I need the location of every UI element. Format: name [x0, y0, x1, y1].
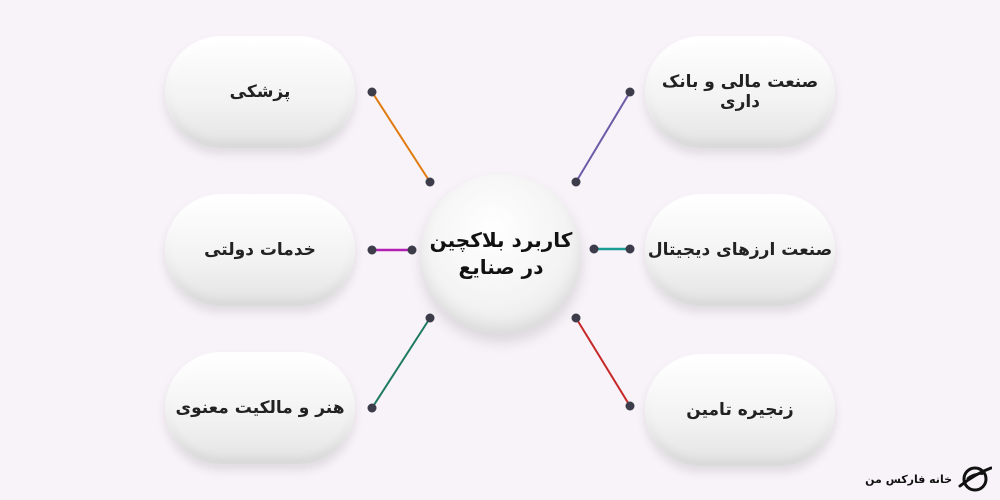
center-topic-line2: در صنایع	[458, 255, 544, 279]
connector-crypto-end-dot	[625, 244, 635, 254]
connector-finance	[575, 91, 631, 183]
node-government-services: خدمات دولتی	[165, 194, 355, 306]
connector-medical-end-dot	[425, 177, 435, 187]
node-supply-chain-label: زنجیره تامین	[686, 400, 794, 420]
node-government-services-label: خدمات دولتی	[204, 240, 316, 260]
connector-finance-end-dot	[571, 177, 581, 187]
center-topic: کاربرد بلاکچین در صنایع	[421, 174, 581, 334]
node-supply-chain: زنجیره تامین	[645, 354, 835, 466]
node-art-intellectual-property-label: هنر و مالکیت معنوی	[175, 398, 345, 418]
brand-logo: خانه فارکس من	[865, 464, 992, 494]
node-finance-banking-label: صنعت مالی و بانک داری	[661, 72, 819, 112]
node-medical: پزشکی	[165, 36, 355, 148]
connector-finance-start-dot	[625, 87, 635, 97]
connector-supply-chain	[575, 317, 631, 407]
connector-government-end-dot	[407, 245, 417, 255]
node-art-intellectual-property: هنر و مالکیت معنوی	[165, 352, 355, 464]
node-medical-label: پزشکی	[229, 82, 291, 102]
connector-supply-chain-end-dot	[625, 401, 635, 411]
connector-medical-start-dot	[367, 87, 377, 97]
node-crypto-industry-label: صنعت ارزهای دیجیتال	[647, 240, 833, 260]
connector-art	[371, 317, 431, 409]
node-crypto-industry: صنعت ارزهای دیجیتال	[645, 194, 835, 306]
connector-art-end-dot	[367, 403, 377, 413]
node-finance-banking: صنعت مالی و بانک داری	[645, 36, 835, 148]
center-topic-line1: کاربرد بلاکچین	[429, 228, 573, 252]
brand-logo-text: خانه فارکس من	[865, 472, 952, 486]
connector-medical	[371, 91, 431, 183]
connector-government-start-dot	[367, 245, 377, 255]
connector-supply-chain-start-dot	[571, 313, 581, 323]
globe-logo-icon	[958, 466, 992, 492]
connector-art-start-dot	[425, 313, 435, 323]
connector-crypto-start-dot	[589, 244, 599, 254]
